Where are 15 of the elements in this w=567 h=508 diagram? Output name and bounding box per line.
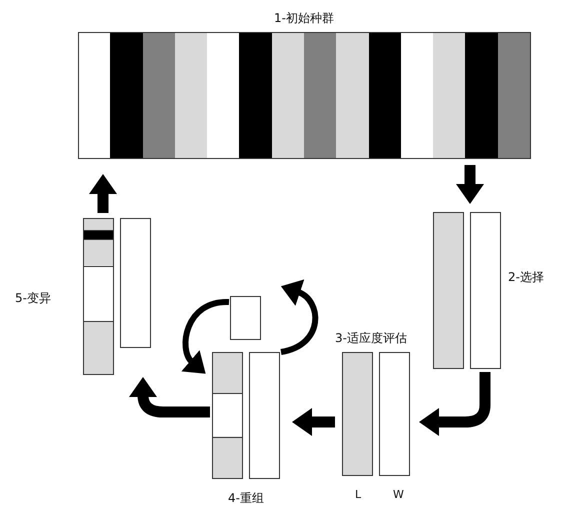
stage-label: 4-重组	[228, 490, 264, 507]
small-box	[230, 296, 261, 340]
stage-label: 1-初始种群	[274, 10, 334, 27]
arrow	[129, 377, 210, 418]
arrow	[89, 174, 117, 213]
arrow	[280, 280, 318, 355]
stage-label: 5-变异	[15, 290, 51, 307]
axis-letter: W	[393, 488, 404, 501]
stage-label: 3-适应度评估	[335, 330, 407, 347]
arrow	[419, 372, 490, 436]
stage-label: 2-选择	[508, 269, 544, 286]
arrow	[180, 299, 230, 376]
axis-letter: L	[355, 488, 362, 501]
arrow	[456, 165, 484, 204]
arrow	[292, 408, 335, 436]
